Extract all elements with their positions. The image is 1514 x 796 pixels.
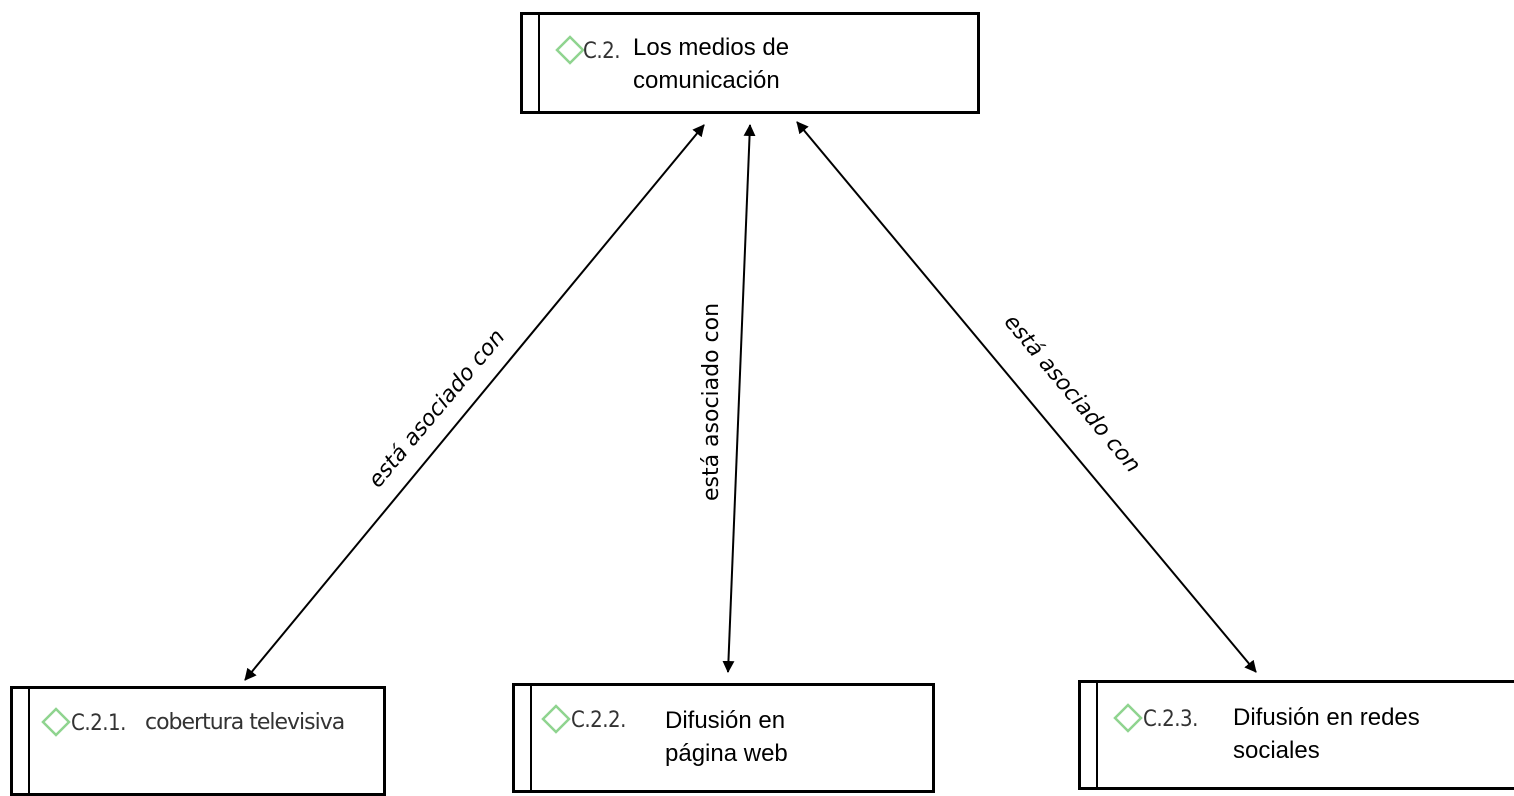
edge-label-child2: está asociado con [699, 303, 724, 501]
node-code: C.2.1. [71, 711, 126, 736]
node-label: Los medios de comunicación [633, 34, 790, 94]
node-code: C.2.3. [1143, 707, 1198, 732]
node-left-bar [530, 686, 532, 790]
diamond-icon [541, 704, 571, 734]
node-left-bar [538, 15, 540, 111]
diamond-icon [41, 707, 71, 737]
node-code: C.2.2. [571, 708, 626, 733]
node-code: C.2. [583, 39, 620, 64]
edge-label-child1: está asociado con [364, 325, 510, 493]
edge-root-child2 [722, 124, 756, 673]
node-label: Difusión en página web [665, 707, 788, 767]
node-root[interactable]: C.2. Los medios de comunicación [520, 12, 980, 114]
diamond-icon [555, 35, 585, 65]
edge-root-child1 [244, 124, 705, 681]
node-label: Difusión en redes sociales [1233, 704, 1420, 764]
node-child1[interactable]: C.2.1. cobertura televisiva [10, 686, 386, 796]
node-left-bar [28, 689, 30, 793]
edge-root-child3 [796, 121, 1257, 673]
node-child3[interactable]: C.2.3. Difusión en redes sociales [1078, 680, 1514, 790]
diamond-icon [1113, 703, 1143, 733]
node-left-bar [1096, 683, 1098, 787]
node-label: cobertura televisiva [145, 710, 345, 735]
node-child2[interactable]: C.2.2. Difusión en página web [512, 683, 935, 793]
